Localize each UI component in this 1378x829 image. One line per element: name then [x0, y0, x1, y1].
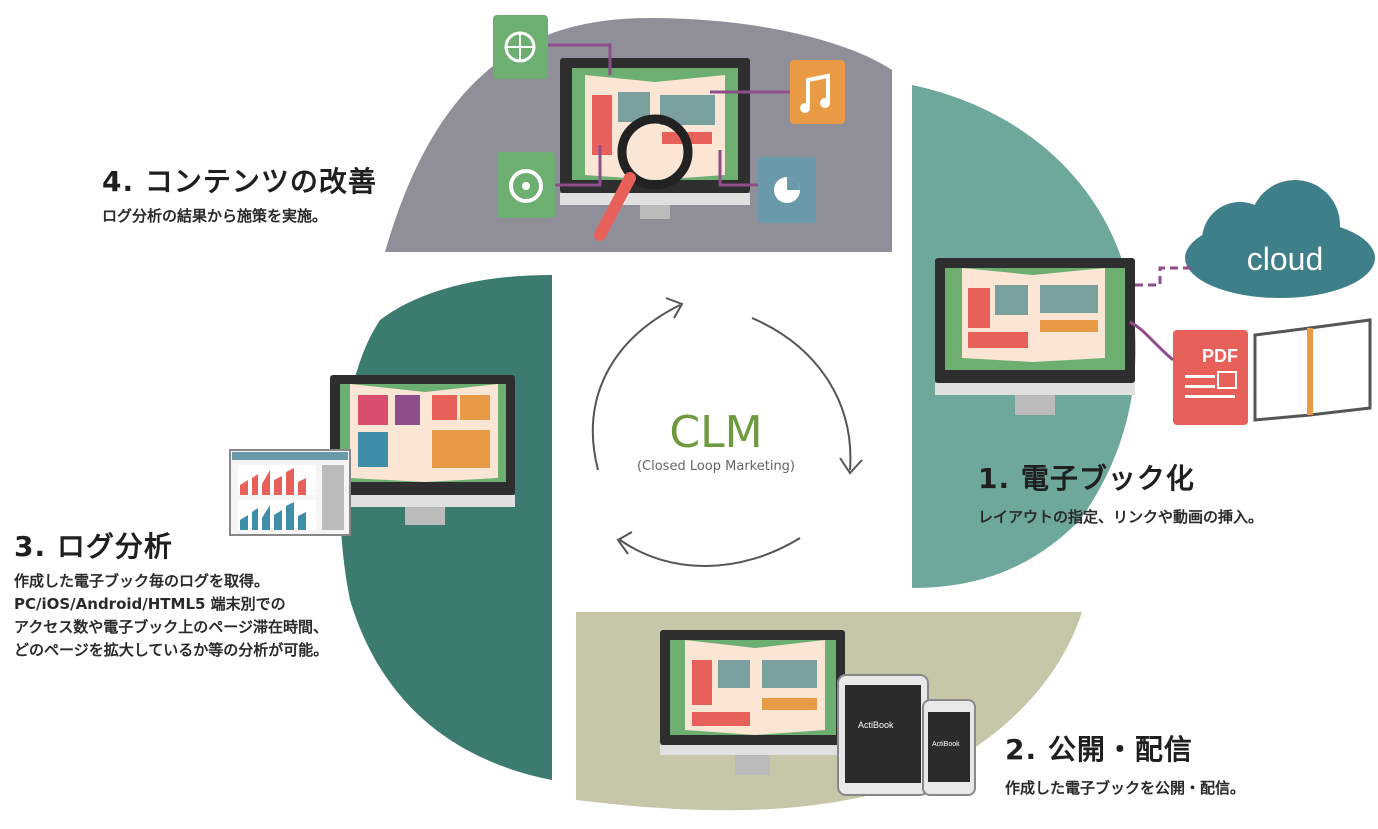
cycle-arrow-top-right — [751, 317, 852, 471]
import-arrow — [1129, 320, 1174, 362]
video-icon — [497, 152, 555, 218]
phone-brand: ActiBook — [932, 741, 960, 748]
cycle-arrow-bottom — [619, 537, 801, 567]
step-3-line: 作成した電子ブック毎のログを取得。 — [14, 572, 270, 590]
cloud-connector — [1135, 266, 1195, 287]
step-2-title: 2. 公開・配信 — [1005, 733, 1193, 766]
step-2-line: 作成した電子ブックを公開・配信。 — [1005, 779, 1246, 797]
monitor-publish — [660, 630, 845, 775]
cloud-icon — [1185, 180, 1375, 298]
step-2-description: 作成した電子ブックを公開・配信。 — [1005, 777, 1245, 800]
cycle-arrow-left — [591, 304, 681, 471]
step-3-description: 作成した電子ブック毎のログを取得。 PC/iOS/Android/HTML5 端… — [14, 570, 328, 662]
clm-subtitle: (Closed Loop Marketing) — [637, 459, 795, 474]
segment-log-analysis — [340, 275, 552, 780]
step-1-line: レイアウトの指定、リンクや動画の挿入。 — [978, 508, 1264, 526]
tablet-brand: ActiBook — [858, 720, 894, 730]
analytics-panel — [229, 449, 351, 536]
pdf-icon — [1173, 330, 1248, 425]
monitor-improvement — [560, 58, 750, 241]
monitor-analysis — [330, 375, 515, 525]
step-3-line: PC/iOS/Android/HTML5 端末別での — [14, 595, 286, 613]
music-icon — [790, 60, 845, 124]
step-4-title: 4. コンテンツの改善 — [102, 165, 377, 198]
step-4-description: ログ分析の結果から施策を実施。 — [102, 205, 327, 228]
cycle-arrows — [591, 304, 852, 567]
pdf-label: PDF — [1202, 346, 1238, 366]
globe-icon — [493, 15, 548, 79]
icon-connectors — [548, 43, 790, 187]
pie-chart-icon — [758, 157, 816, 223]
tablet-device — [837, 674, 929, 796]
cloud-label: cloud — [1247, 241, 1324, 277]
step-3-line: どのページを拡大しているか等の分析が可能。 — [14, 641, 329, 659]
step-1-title: 1. 電子ブック化 — [978, 462, 1195, 495]
monitor-ebook — [935, 258, 1135, 415]
cycle-arrowheads — [616, 297, 863, 555]
step-4-line: ログ分析の結果から施策を実施。 — [102, 207, 328, 225]
step-1-description: レイアウトの指定、リンクや動画の挿入。 — [978, 506, 1263, 529]
open-book-icon — [1253, 318, 1372, 422]
clm-title: CLM — [669, 407, 762, 458]
step-3-title: 3. ログ分析 — [14, 530, 173, 563]
step-3-line: アクセス数や電子ブック上のページ滞在時間、 — [14, 618, 328, 636]
phone-device — [922, 699, 976, 796]
